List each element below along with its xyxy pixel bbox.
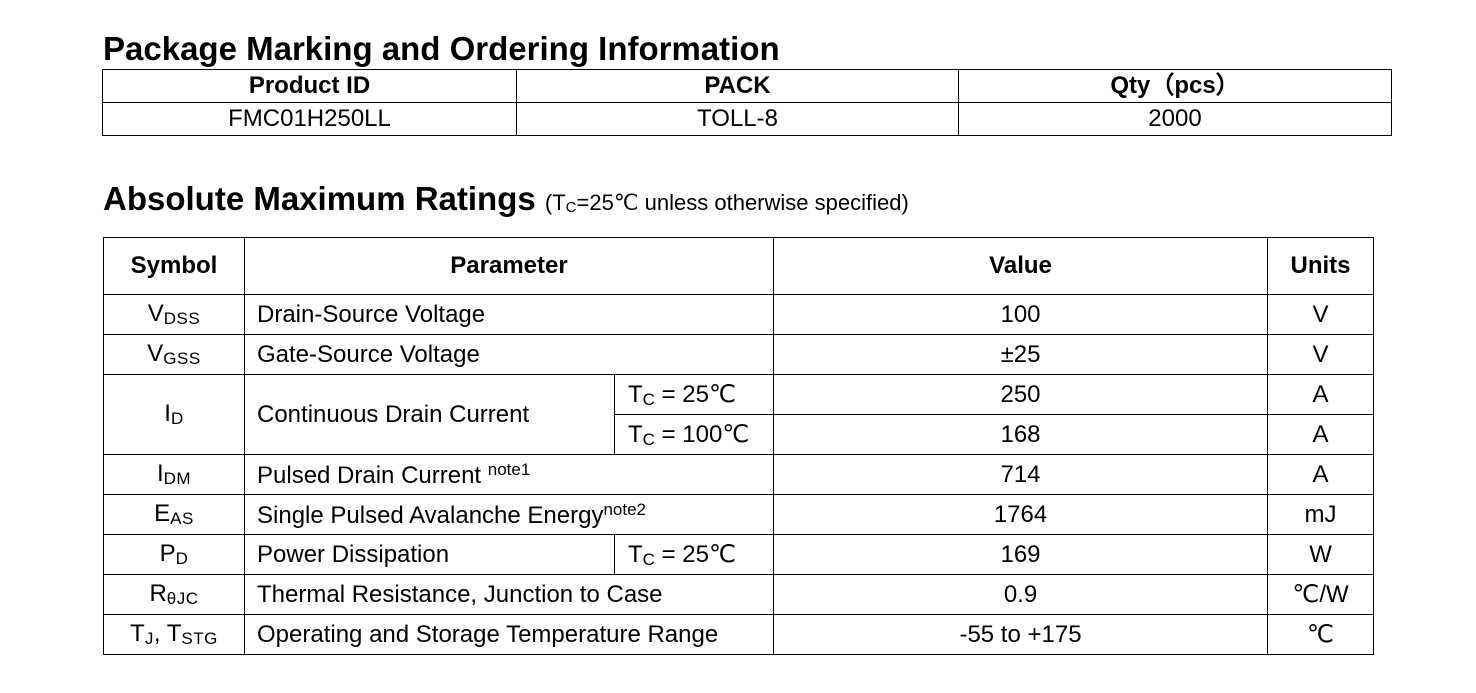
condition-prefix: (T [544, 190, 566, 215]
condition-prefix: T [628, 540, 643, 568]
symbol-sub: DM [163, 469, 192, 488]
table-row: ID Continuous Drain Current TC = 25℃ 250… [103, 374, 1375, 455]
value-cell: 250 [773, 374, 1269, 415]
qty-value: 2000 [958, 102, 1392, 136]
symbol-sub: θJC [166, 589, 199, 608]
symbol-sub: J [144, 629, 154, 648]
table-row: IDM Pulsed Drain Current note1 714 A [103, 454, 1375, 495]
ordering-info-table: Product ID PACK Qty（pcs） FMC01H250LL TOL… [102, 69, 1392, 136]
symbol-main: P [159, 540, 176, 567]
parameter-cell: Thermal Resistance, Junction to Case [243, 574, 775, 615]
symbol-sub: GSS [163, 349, 201, 368]
value-cell: 0.9 [773, 574, 1269, 615]
table-row: RθJC Thermal Resistance, Junction to Cas… [103, 574, 1375, 615]
table-row: FMC01H250LL TOLL-8 2000 [102, 102, 1392, 136]
condition-prefix: T [628, 420, 643, 448]
abs-max-ratings-heading: Absolute Maximum Ratings [103, 180, 536, 217]
table-row: VGSS Gate-Source Voltage ±25 V [103, 334, 1375, 375]
header-qty: Qty（pcs） [958, 69, 1392, 103]
unit-cell: A [1267, 454, 1375, 495]
header-product-id: Product ID [102, 69, 517, 103]
condition-subscript: C [565, 199, 577, 216]
header-value: Value [773, 237, 1269, 295]
symbol-cell: TJ, TSTG [103, 614, 245, 655]
symbol-cell: VGSS [103, 334, 245, 375]
condition-subscript: C [642, 389, 655, 409]
parameter-cell: Power Dissipation [244, 534, 615, 575]
symbol-cell: VDSS [103, 294, 245, 335]
condition-subscript: C [642, 429, 655, 449]
table-row: VDSS Drain-Source Voltage 100 V [103, 294, 1375, 335]
symbol-cell: RθJC [103, 574, 245, 615]
symbol-cell: EAS [103, 494, 245, 535]
unit-cell: ℃ [1267, 614, 1375, 655]
unit-cell: A [1267, 374, 1375, 415]
abs-max-ratings-table: Symbol Parameter Value Units VDSS Drain-… [103, 237, 1375, 655]
parameter-cell: Single Pulsed Avalanche Energynote2 [243, 494, 775, 535]
value-cell: 714 [773, 454, 1269, 495]
parameter-cell: Gate-Source Voltage [243, 334, 775, 375]
condition-cell: TC = 25℃ [613, 374, 775, 415]
table-header-row: Product ID PACK Qty（pcs） [102, 69, 1392, 103]
note-reference: note2 [603, 499, 647, 519]
symbol-sub: STG [181, 629, 218, 648]
symbol-cell: IDM [103, 454, 245, 495]
condition-subscript: C [642, 549, 655, 569]
table-row: EAS Single Pulsed Avalanche Energynote2 … [103, 494, 1375, 535]
product-id-value: FMC01H250LL [102, 102, 517, 136]
ratings-condition: (TC=25℃ unless otherwise specified) [544, 190, 909, 216]
symbol-sub: D [170, 409, 184, 428]
header-symbol: Symbol [103, 237, 245, 295]
symbol-main: I [156, 460, 164, 487]
condition-cell: TC = 25℃ [613, 534, 775, 575]
symbol-cell: PD [103, 534, 245, 575]
symbol-sub: DSS [163, 309, 201, 328]
value-cell: 100 [773, 294, 1269, 335]
table-header-row: Symbol Parameter Value Units [103, 237, 1375, 295]
value-cell: -55 to +175 [773, 614, 1269, 655]
parameter-cell: Continuous Drain Current [244, 374, 615, 455]
unit-cell: V [1267, 294, 1375, 335]
header-pack: PACK [516, 69, 959, 103]
symbol-separator: , T [153, 620, 182, 647]
unit-cell: A [1267, 414, 1375, 455]
symbol-main: V [147, 340, 164, 367]
symbol-cell: ID [103, 374, 245, 455]
note-reference: note1 [487, 459, 531, 479]
condition-cell: TC = 100℃ [613, 414, 775, 455]
table-row: TC = 100℃ 168 A [104, 414, 1375, 455]
condition-suffix: =25℃ unless otherwise specified) [576, 190, 909, 215]
symbol-main: R [149, 580, 167, 607]
table-row: TJ, TSTG Operating and Storage Temperatu… [103, 614, 1375, 655]
symbol-main: V [147, 300, 164, 327]
symbol-sub: AS [170, 509, 194, 528]
pack-value: TOLL-8 [516, 102, 959, 136]
ordering-info-title: Package Marking and Ordering Information [103, 30, 780, 67]
table-row: PD Power Dissipation TC = 25℃ 169 W [103, 534, 1375, 575]
symbol-sub: D [175, 549, 189, 568]
condition-suffix: = 25℃ [654, 540, 736, 568]
condition-suffix: = 100℃ [654, 420, 750, 448]
value-cell: 1764 [773, 494, 1269, 535]
symbol-main: T [130, 620, 145, 647]
parameter-cell: Operating and Storage Temperature Range [243, 614, 775, 655]
condition-prefix: T [628, 380, 643, 408]
value-cell: 169 [773, 534, 1269, 575]
parameter-text: Pulsed Drain Current [257, 461, 488, 489]
parameter-cell: Pulsed Drain Current note1 [243, 454, 775, 495]
parameter-cell: Drain-Source Voltage [243, 294, 775, 335]
header-parameter: Parameter [243, 237, 775, 295]
symbol-main: E [154, 500, 171, 527]
unit-cell: ℃/W [1267, 574, 1375, 615]
symbol-main: I [164, 400, 171, 427]
parameter-text: Single Pulsed Avalanche Energy [257, 501, 604, 529]
value-cell: ±25 [773, 334, 1269, 375]
header-units: Units [1267, 237, 1375, 295]
abs-max-ratings-title: Absolute Maximum Ratings (TC=25℃ unless … [103, 179, 909, 228]
unit-cell: V [1267, 334, 1375, 375]
unit-cell: mJ [1267, 494, 1375, 535]
unit-cell: W [1267, 534, 1375, 575]
condition-suffix: = 25℃ [654, 380, 736, 408]
value-cell: 168 [773, 414, 1269, 455]
